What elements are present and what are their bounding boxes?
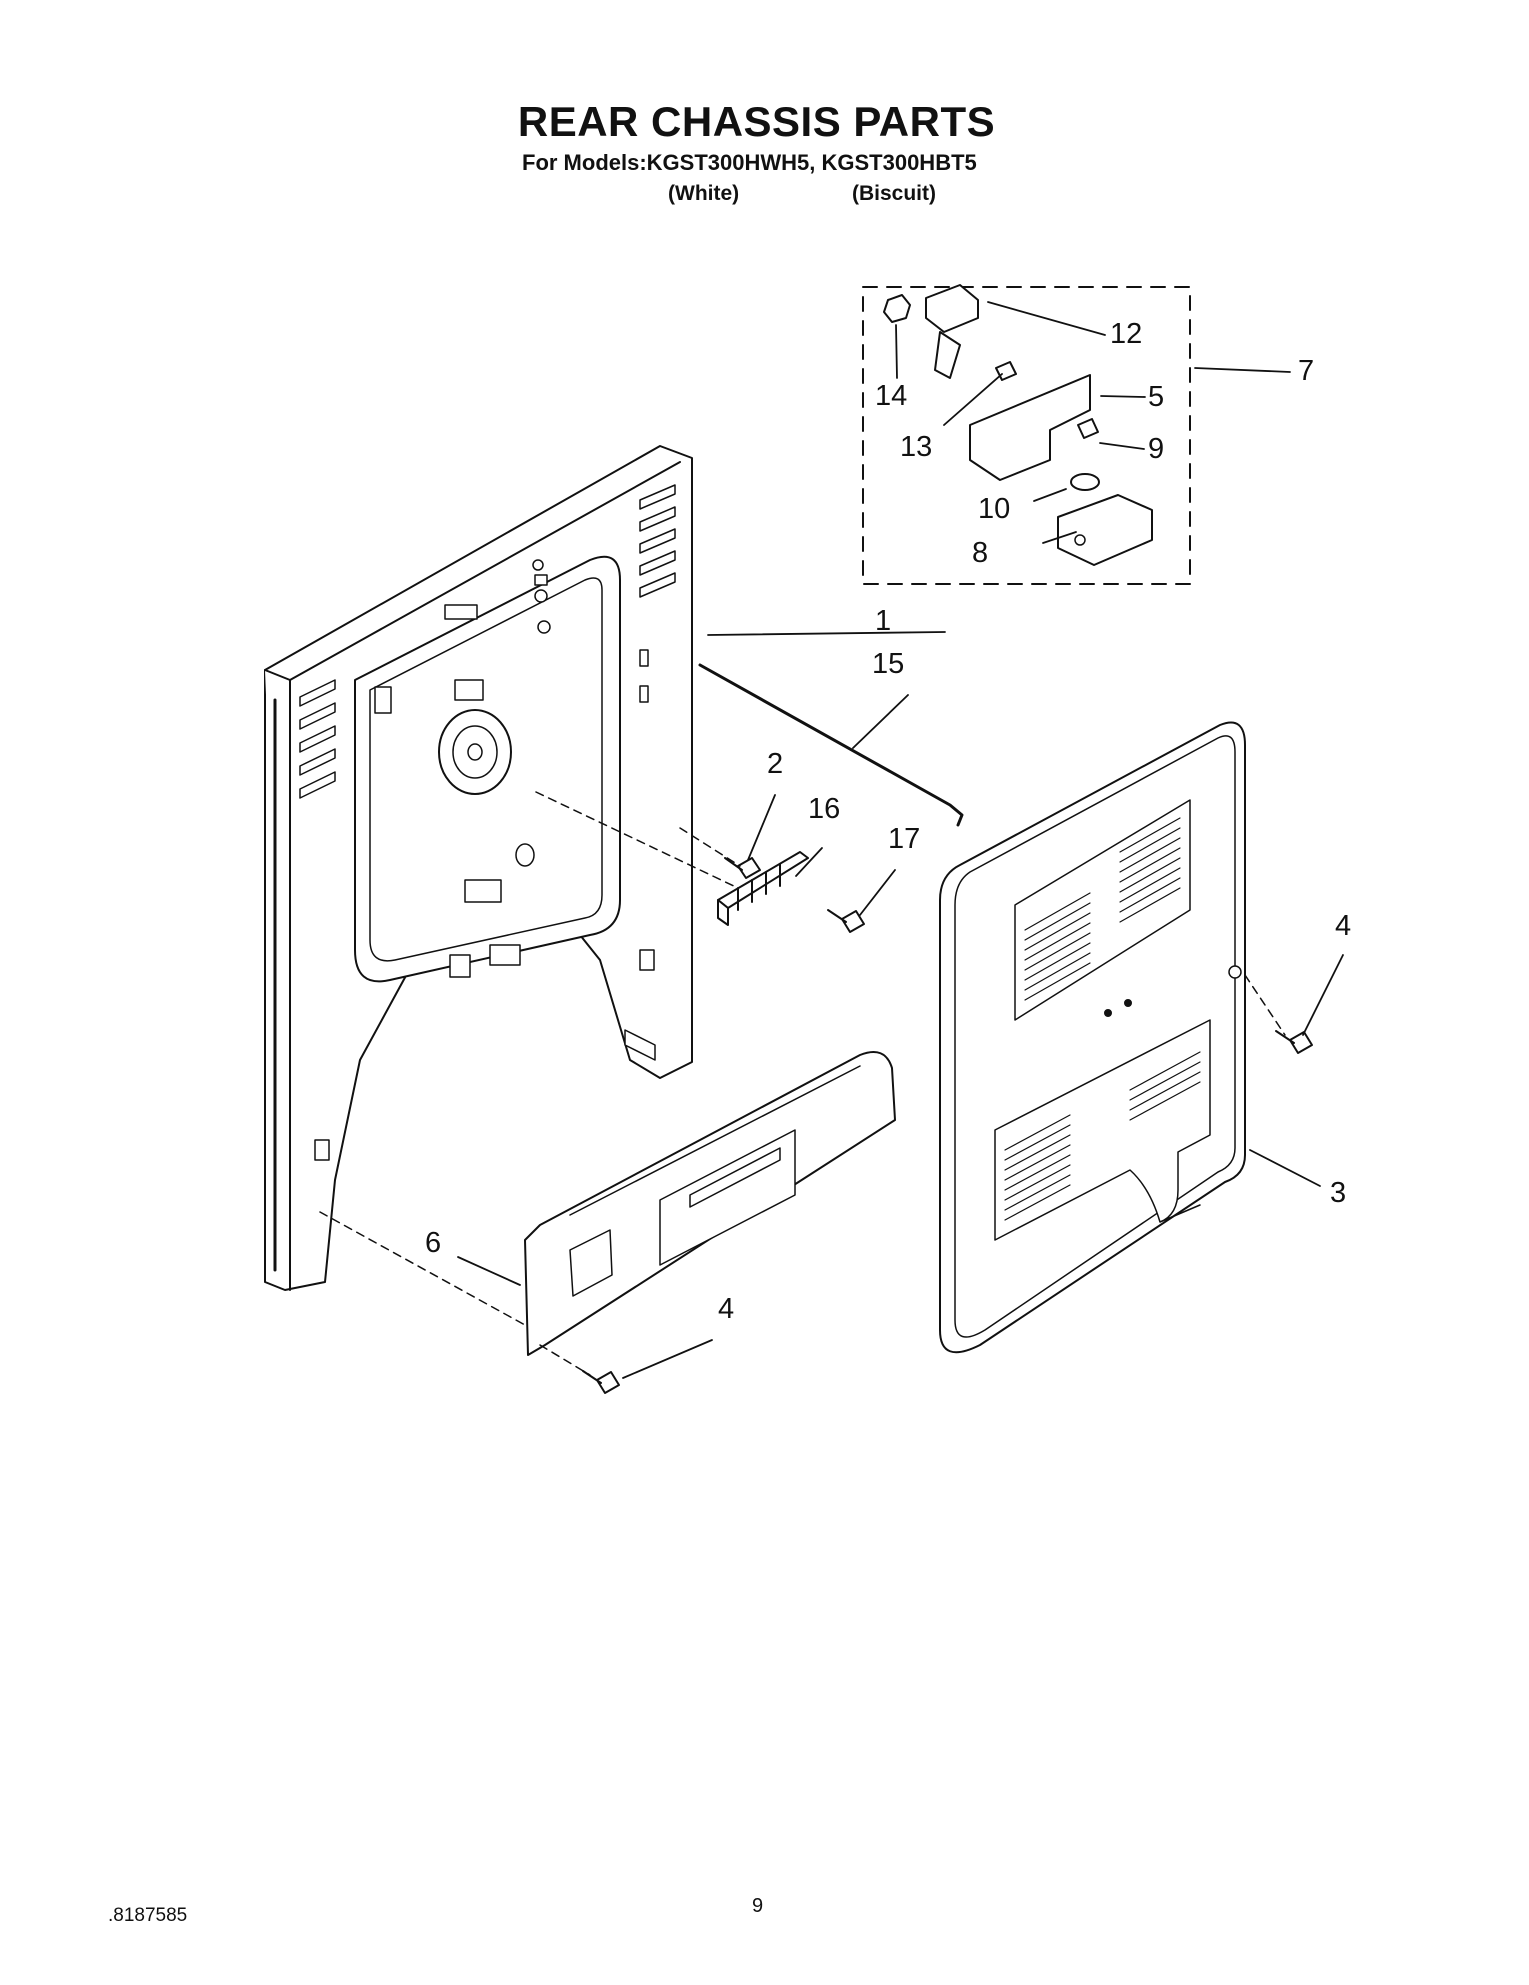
back-cover xyxy=(939,721,1246,1354)
lower-panel xyxy=(524,1051,896,1356)
callout-7: 7 xyxy=(1298,355,1314,387)
callout-4-lower: 4 xyxy=(718,1293,734,1325)
screw-4-right xyxy=(1275,1030,1313,1054)
callout-6: 6 xyxy=(425,1227,441,1259)
callout-17: 17 xyxy=(888,823,920,855)
document-number: .8187585 xyxy=(108,1905,188,1926)
callout-16: 16 xyxy=(808,793,840,825)
page-title: REAR CHASSIS PARTS xyxy=(517,98,996,145)
callout-4-right: 4 xyxy=(1335,910,1351,942)
callout-3: 3 xyxy=(1330,1177,1346,1209)
screw-17 xyxy=(827,909,865,933)
models-line: For Models:KGST300HWH5, KGST300HBT5 xyxy=(522,150,977,175)
inset-parts xyxy=(883,284,1153,566)
rod xyxy=(698,663,964,827)
rear-panel xyxy=(264,445,693,1291)
callout-2: 2 xyxy=(767,748,783,780)
callout-8: 8 xyxy=(972,537,988,569)
terminal-block xyxy=(717,851,809,926)
callout-15: 15 xyxy=(872,648,904,680)
callout-1: 1 xyxy=(875,605,891,637)
color-biscuit-label: (Biscuit) xyxy=(852,182,936,205)
callout-14: 14 xyxy=(875,380,907,412)
color-white-label: (White) xyxy=(668,182,740,205)
callout-12: 12 xyxy=(1110,318,1142,350)
callout-13: 13 xyxy=(900,431,932,463)
screw-2 xyxy=(724,857,761,879)
callout-5: 5 xyxy=(1148,381,1164,413)
page-number: 9 xyxy=(752,1895,764,1917)
callout-9: 9 xyxy=(1148,433,1164,465)
callout-10: 10 xyxy=(978,493,1010,525)
screw-4-lower xyxy=(582,1370,620,1394)
